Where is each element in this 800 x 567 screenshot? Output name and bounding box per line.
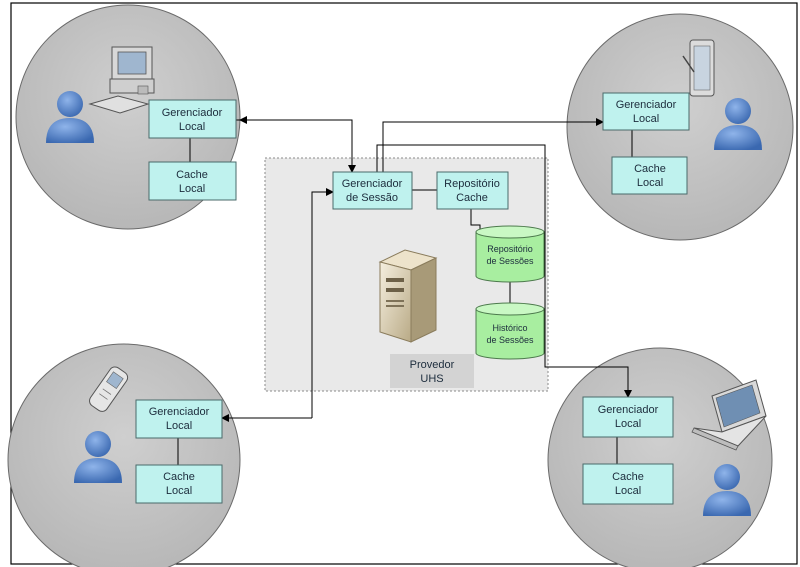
laptop-icon [691, 379, 767, 451]
cache-repository-box: Repositório Cache [436, 171, 509, 210]
desktop-computer-icon [88, 46, 155, 114]
phone-cache-line1: Cache [163, 471, 195, 483]
session-history-line1: Histórico [492, 323, 527, 333]
session-history-line2: de Sessões [486, 335, 534, 345]
desktop-manager-line1: Gerenciador [162, 107, 223, 119]
phone-cache-box: Cache Local [135, 464, 223, 504]
provider-line1: Provedor [410, 359, 455, 371]
session-repository-cylinder: Repositório de Sessões [475, 225, 545, 283]
tablet-cache-box: Cache Local [611, 156, 688, 195]
provider-line2: UHS [420, 373, 443, 385]
tablet-cache-line2: Local [637, 177, 663, 189]
desktop-cache-line2: Local [179, 183, 205, 195]
cache-repository-line2: Cache [456, 192, 488, 204]
tablet-cache-line1: Cache [634, 163, 666, 175]
session-manager-line1: Gerenciador [342, 178, 403, 190]
user-icon [74, 431, 122, 483]
laptop-cache-box: Cache Local [582, 463, 674, 505]
link-laptop-session [376, 144, 632, 398]
laptop-cache-line1: Cache [612, 471, 644, 483]
desktop-manager-line2: Local [179, 121, 205, 133]
tablet-manager-box: Gerenciador Local [602, 92, 690, 131]
phone-cache-line2: Local [166, 485, 192, 497]
session-repository-line1: Repositório [487, 244, 533, 254]
desktop-cache-line1: Cache [176, 169, 208, 181]
phone-manager-line1: Gerenciador [149, 406, 210, 418]
tablet-manager-line2: Local [633, 113, 659, 125]
client-laptop [547, 347, 773, 567]
cache-repository-line1: Repositório [444, 178, 500, 190]
user-icon [714, 98, 762, 150]
tablet-icon [682, 39, 715, 97]
session-manager-line2: de Sessão [346, 192, 398, 204]
provider-label-box: Provedor UHS [390, 354, 474, 388]
laptop-manager-line1: Gerenciador [598, 404, 659, 416]
session-manager-box: Gerenciador de Sessão [332, 171, 413, 210]
session-repository-line2: de Sessões [486, 256, 534, 266]
link-tablet-session [382, 118, 604, 172]
session-history-cylinder: Histórico de Sessões [475, 302, 545, 360]
tablet-manager-line1: Gerenciador [616, 99, 677, 111]
client-laptop-circle [547, 347, 773, 567]
server-tower-icon [378, 249, 438, 343]
user-icon [703, 464, 751, 516]
desktop-cache-box: Cache Local [148, 161, 237, 201]
laptop-manager-line2: Local [615, 418, 641, 430]
user-icon [46, 91, 94, 143]
laptop-manager-box: Gerenciador Local [582, 396, 674, 438]
mobile-phone-icon [89, 366, 129, 412]
phone-manager-box: Gerenciador Local [135, 399, 223, 439]
phone-manager-line2: Local [166, 420, 192, 432]
laptop-cache-line2: Local [615, 485, 641, 497]
link-phone-session [311, 188, 334, 418]
desktop-manager-box: Gerenciador Local [148, 99, 237, 139]
